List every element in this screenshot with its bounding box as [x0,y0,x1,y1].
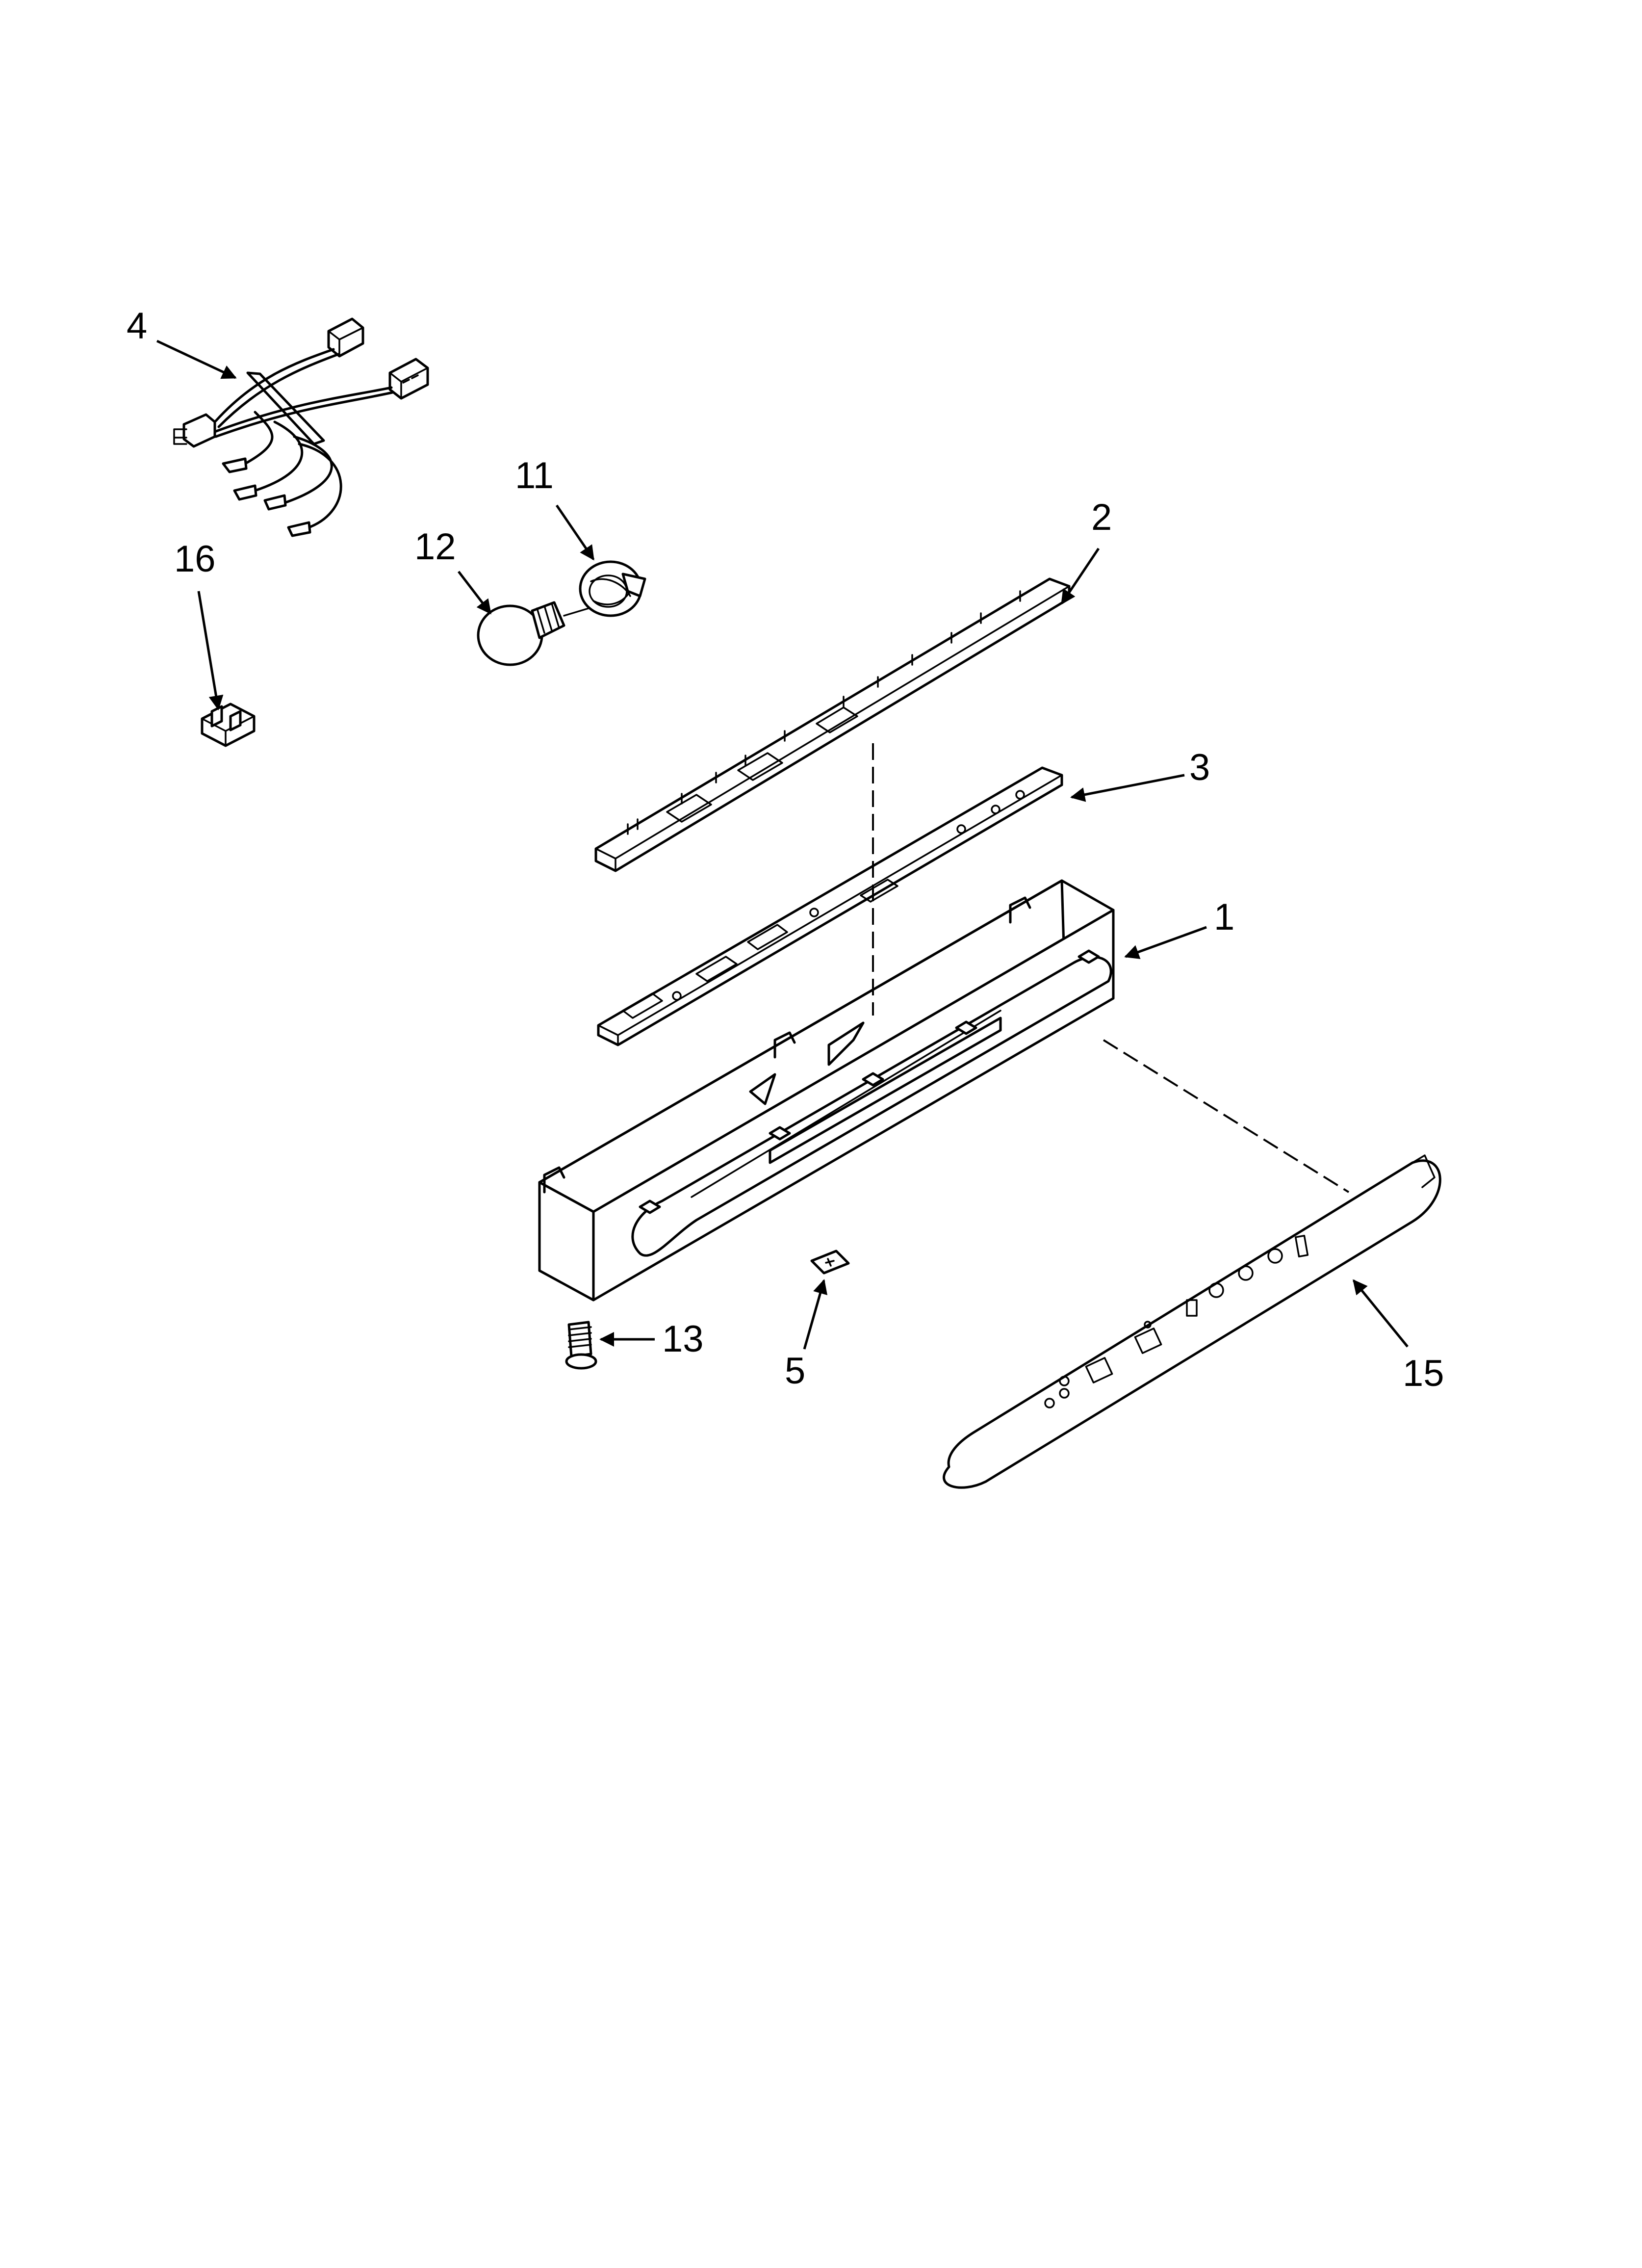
callout-1: 1 [1214,896,1234,938]
leader-2 [1060,547,1100,605]
leader-16 [197,591,224,710]
wire-harness-part [173,317,429,537]
callout-5: 5 [785,1350,805,1392]
leader-15 [1353,1279,1409,1348]
leader-3 [1070,774,1185,802]
callout-3: 3 [1189,747,1210,788]
socket-part [579,560,646,617]
callout-12: 12 [414,526,456,568]
clip-part [201,703,256,747]
leader-5 [803,1279,828,1350]
callout-2: 2 [1091,496,1112,538]
leader-4 [156,339,237,379]
bulb-part [477,601,590,666]
centerline-panel [1103,1039,1350,1193]
overlay-panel [943,1154,1441,1489]
callout-13: 13 [662,1318,704,1360]
leader-11 [555,504,595,561]
leader-12 [458,571,491,615]
control-board-lower [597,766,1063,1046]
callout-15: 15 [1403,1353,1444,1394]
callout-4: 4 [127,305,147,347]
callout-16: 16 [174,538,216,580]
label-part [810,1250,850,1275]
leader-1 [1124,926,1207,959]
screw-part [565,1321,597,1370]
callout-11: 11 [515,455,554,496]
control-board-upper [594,577,1071,872]
control-housing [538,879,1115,1302]
